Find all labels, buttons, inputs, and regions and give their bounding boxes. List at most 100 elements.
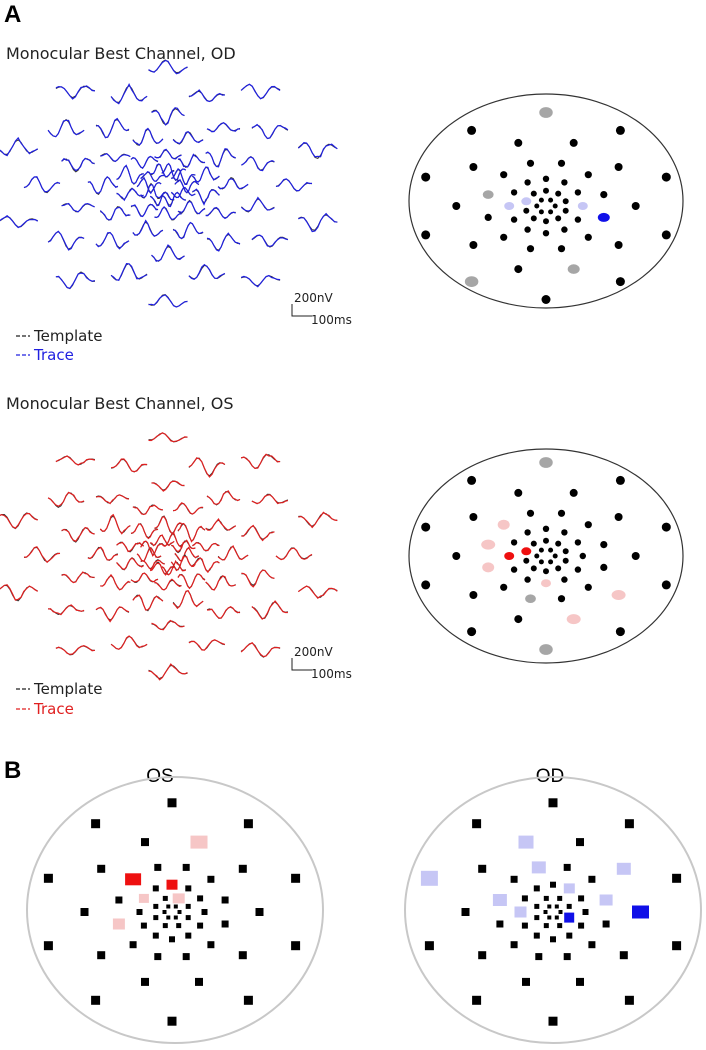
field-square [197,922,204,929]
trace-waveform [95,494,130,505]
field-square [129,941,137,949]
trace-waveform [150,534,175,547]
electrode-dot [548,547,554,553]
electrode-dot [469,591,478,599]
waveform [87,175,119,195]
electrode-dot [538,547,544,553]
trace-waveform [23,176,61,193]
waveform [100,573,131,591]
field-square [492,894,507,906]
electrode-dot [557,509,566,517]
field-square [672,941,682,951]
field-square [238,951,247,960]
electrode-dot [577,202,588,210]
od-scale-voltage: 200nV [294,291,334,305]
waveform [171,168,196,185]
field-square [138,893,149,903]
field-square [510,875,518,883]
electrode-dot [542,525,550,532]
waveform [87,546,119,561]
field-square [550,881,556,888]
waveform [151,244,185,262]
waveform [177,573,206,590]
os-electrode-map [408,448,684,664]
trace-waveform [61,157,95,172]
field-square [521,922,528,929]
waveform [192,188,220,206]
trace-waveform [171,168,196,185]
field-square [510,941,518,949]
electrode-dot [552,553,558,559]
waveform [188,457,226,478]
trace-waveform [275,178,313,192]
waveform [116,557,144,571]
electrode-dot [543,568,549,575]
waveform [172,221,204,240]
electrode-dot [574,566,582,573]
os-legend-template: Template [33,680,102,698]
template-waveform [0,512,38,530]
electrode-dot [484,213,492,221]
field-square [550,936,556,943]
waveform [130,203,159,218]
trace-waveform [151,480,185,492]
trace-waveform [130,204,159,218]
electrode-dot [562,198,569,205]
trace-waveform [177,200,206,215]
electrode-dot [562,548,569,555]
field-square [182,863,190,871]
waveform [206,605,241,619]
electrode-dot [611,590,626,600]
trace-waveform [241,524,275,542]
trace-waveform [205,518,237,531]
field-square [514,906,527,918]
trace-waveform [170,555,196,572]
electrode-dot [469,513,478,521]
trace-waveform [177,153,206,168]
electrode-dot [539,457,553,468]
waveform [99,513,131,535]
trace-waveform [132,594,164,611]
field-square [619,951,628,960]
electrode-dot [552,203,558,209]
waveform [241,569,275,588]
waveform [140,170,165,183]
trace-waveform [100,153,131,163]
trace-waveform [251,234,289,248]
field-square [547,915,552,920]
electrode-dot [530,540,537,547]
electrode-dot [497,519,510,530]
field-square [162,923,168,929]
os-map-outline [408,448,684,664]
electrode-dot [567,264,580,274]
electrode-dot [562,557,569,564]
field-square [91,995,101,1005]
waveform [297,142,338,159]
trace-waveform [61,526,95,542]
field-square [496,920,504,928]
os-scale-voltage: 200nV [294,645,334,659]
template-waveform [161,561,186,576]
waveform [251,234,289,248]
electrode-dot [557,245,566,253]
waveform [206,490,241,506]
b-left-field-map [26,776,324,1044]
trace-waveform [148,294,188,308]
waveform [47,491,85,508]
trace-waveform [205,206,236,220]
waveform [116,541,144,553]
waveform [240,83,281,100]
waveform [251,493,289,505]
field-square [582,909,589,915]
trace-waveform [161,191,186,208]
od-legend: Template Trace [16,327,102,364]
waveform [149,534,175,547]
trace-waveform [177,573,206,590]
trace-waveform [116,164,144,185]
waveform [275,178,313,192]
trace-waveform [47,119,85,138]
waveform [298,212,338,233]
trace-waveform [188,639,226,651]
field-square [548,798,558,808]
template-waveform [206,122,241,132]
